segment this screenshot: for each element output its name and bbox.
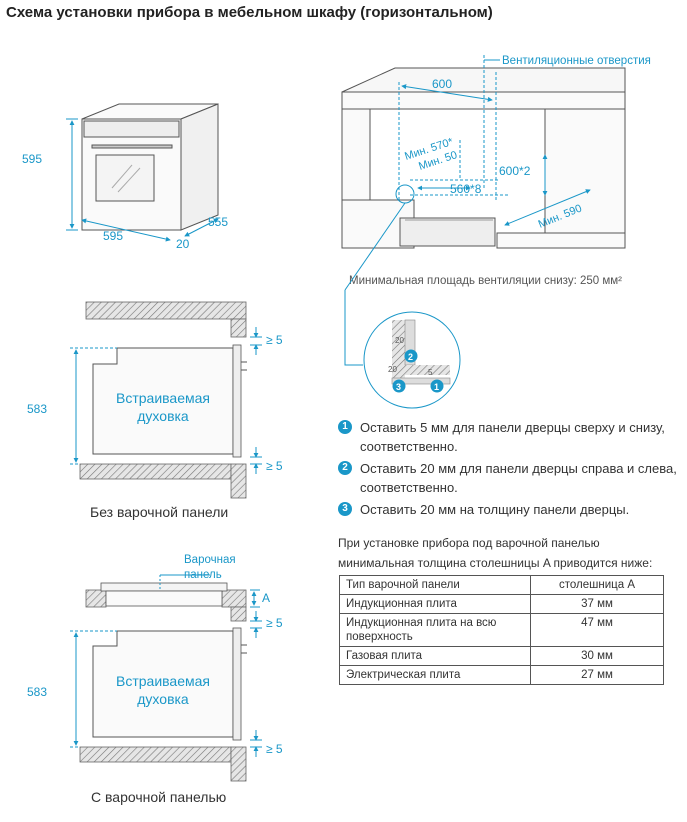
note-text: Оставить 20 мм на толщину панели дверцы. — [360, 502, 630, 517]
table-row: Электрическая плита 27 мм — [339, 665, 664, 685]
gap-bottom-a: ≥ 5 — [266, 459, 283, 473]
detail-dim-20b: 20 — [388, 365, 397, 374]
badge-2: 2 — [408, 352, 413, 362]
oven-width-label: 595 — [103, 229, 123, 243]
vent-area-text: Минимальная площадь вентиляции снизу: 25… — [349, 275, 622, 287]
oven-height-label: 595 — [22, 152, 42, 166]
with-panel-dims — [70, 574, 262, 757]
depth-560-label: 560*8 — [450, 182, 482, 196]
note-item: 3 Оставить 20 мм на толщину панели дверц… — [338, 500, 678, 519]
oven-label-1-b: Встраиваемая — [116, 673, 210, 689]
cabinet-dimension-lines — [398, 55, 510, 200]
height-583-b: 583 — [27, 685, 47, 699]
table-header-row: Тип варочной панели столешница A — [339, 575, 664, 595]
detail-badges — [392, 349, 444, 393]
table-cell: Электрическая плита — [339, 665, 531, 685]
section-with-panel — [79, 582, 247, 782]
detail-leader — [344, 184, 415, 366]
section-without-panel — [79, 301, 247, 499]
table-cell: Индукционная плита — [339, 594, 531, 614]
note-text: Оставить 5 мм для панели дверцы сверху и… — [360, 420, 665, 454]
badge-1: 1 — [434, 382, 439, 392]
note-text: Оставить 20 мм для панели дверцы справа … — [360, 461, 677, 495]
gap-bottom-b: ≥ 5 — [266, 742, 283, 756]
table-header: Тип варочной панели — [339, 575, 531, 595]
oven-dimension-lines — [66, 118, 219, 242]
table-cell: 47 мм — [530, 613, 664, 647]
countertop-table: Тип варочной панели столешница A Индукци… — [339, 575, 664, 685]
caption-without-panel: Без варочной панели — [90, 504, 229, 520]
table-cell: Индукционная плита на всю поверхность — [339, 613, 531, 647]
table-cell: 30 мм — [530, 646, 664, 666]
note-item: 2 Оставить 20 мм для панели дверцы справ… — [338, 459, 678, 497]
badge-3: 3 — [396, 382, 401, 392]
detail-dim-20a: 20 — [395, 336, 404, 345]
cabinet-arrows — [401, 84, 591, 226]
notes-list: 1 Оставить 5 мм для панели дверцы сверху… — [338, 418, 678, 522]
table-cell: Газовая плита — [339, 646, 531, 666]
detail-dim-5: 5 — [428, 368, 433, 377]
oven-front-label: 20 — [176, 237, 190, 251]
height-583-a: 583 — [27, 402, 47, 416]
cooktop-label-2: панель — [184, 569, 222, 581]
gap-top-b: ≥ 5 — [266, 616, 283, 630]
table-header: столешница A — [530, 575, 664, 595]
oven-3d-drawing — [81, 103, 219, 231]
caption-with-panel: С варочной панелью — [91, 789, 227, 805]
table-cell: 27 мм — [530, 665, 664, 685]
height-600-label: 600*2 — [499, 164, 531, 178]
gap-top-a: ≥ 5 — [266, 333, 283, 347]
table-row: Индукционная плита 37 мм — [339, 594, 664, 614]
table-row: Индукционная плита на всю поверхность 47… — [339, 613, 664, 647]
note-item: 1 Оставить 5 мм для панели дверцы сверху… — [338, 418, 678, 456]
oven-label-2-b: духовка — [137, 691, 189, 707]
note-number: 2 — [338, 461, 352, 475]
table-intro: При установке прибора под варочной панел… — [338, 536, 653, 570]
without-panel-dims — [70, 327, 262, 474]
oven-label-2-a: духовка — [137, 408, 189, 424]
table-cell: 37 мм — [530, 594, 664, 614]
oven-label-1-a: Встраиваемая — [116, 390, 210, 406]
vent-label: Вентиляционные отверстия — [502, 55, 651, 67]
cooktop-label-1: Варочная — [184, 554, 236, 566]
oven-depth-label: 555 — [208, 215, 228, 229]
note-number: 3 — [338, 502, 352, 516]
a-label: A — [262, 591, 270, 605]
note-number: 1 — [338, 420, 352, 434]
cabinet-width-label: 600 — [432, 77, 452, 91]
table-row: Газовая плита 30 мм — [339, 646, 664, 666]
page-title: Схема установки прибора в мебельном шкаф… — [6, 4, 493, 21]
